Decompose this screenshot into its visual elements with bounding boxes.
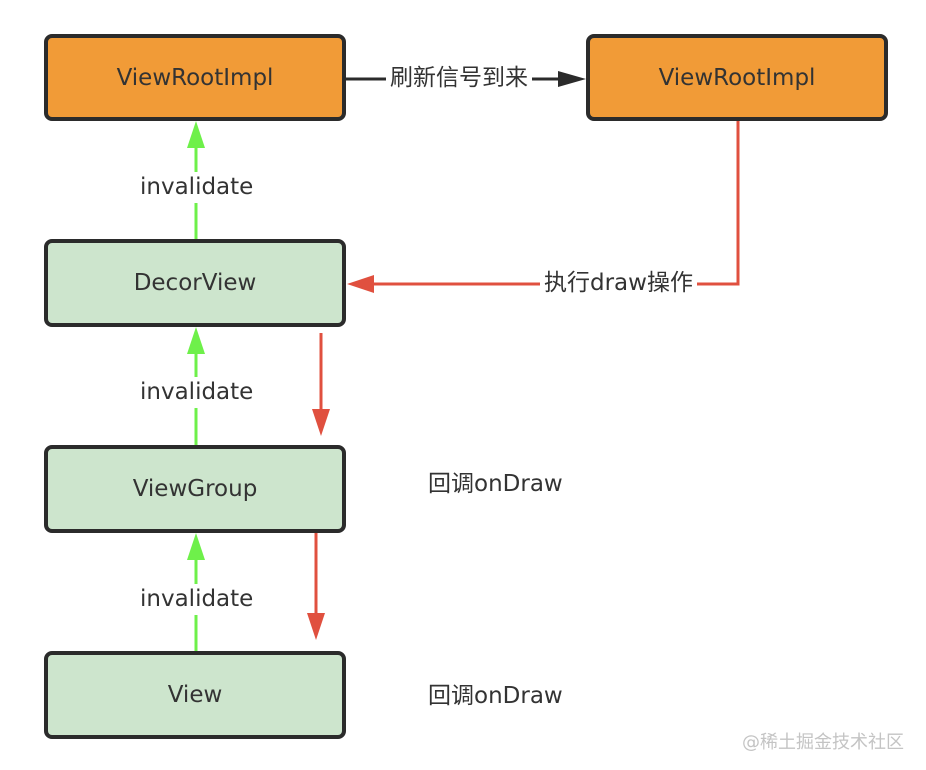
arrowhead-down [307,613,325,640]
node-decorview: DecorView [44,239,346,327]
node-label: View [167,682,223,708]
edge-label-invalidate-1: invalidate [138,172,256,203]
node-viewgroup: ViewGroup [44,445,346,533]
arrowhead-up [187,327,205,354]
edge-perform-draw [347,120,740,293]
node-viewrootimpl-right: ViewRootImpl [586,34,888,121]
watermark: @稀土掘金技术社区 [742,732,904,753]
arrowhead-down [312,409,330,436]
node-label: ViewRootImpl [658,64,816,91]
caption-callback-ondraw-view: 回调onDraw [428,683,563,709]
edge-draw-down-2 [307,532,325,640]
node-label: DecorView [133,270,257,296]
edge-draw-down-1 [312,333,330,436]
edge-label-perform-draw: 执行draw操作 [540,272,697,295]
edge-label-invalidate-2: invalidate [138,377,256,408]
arrowhead-up [187,533,205,560]
edge-label-refresh-signal: 刷新信号到来 [386,67,532,90]
arrowhead-left [347,275,374,293]
caption-callback-ondraw-viewgroup: 回调onDraw [428,471,563,497]
node-label: ViewGroup [132,476,258,502]
node-viewrootimpl-left: ViewRootImpl [44,34,346,121]
arrowhead-up [187,121,205,148]
arrowhead-right [558,71,586,87]
node-label: ViewRootImpl [116,64,274,91]
edge-label-invalidate-3: invalidate [138,584,256,615]
node-view: View [44,651,346,739]
